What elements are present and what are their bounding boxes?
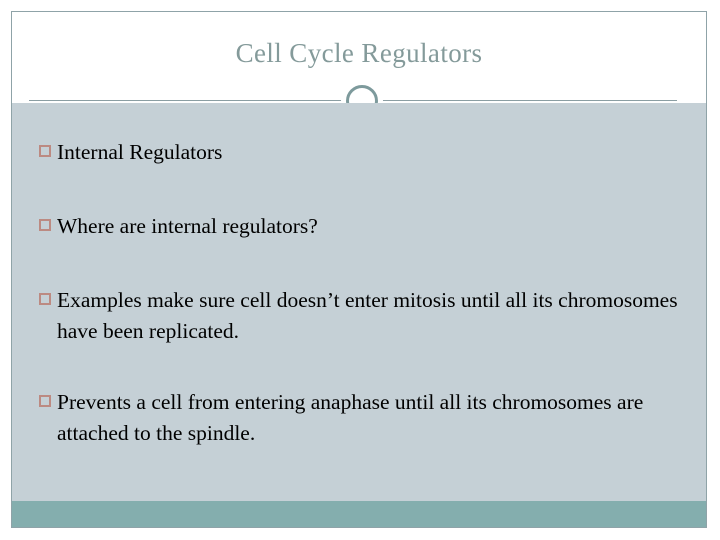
page-title: Cell Cycle Regulators — [235, 38, 483, 68]
bullet-list: Internal Regulators Where are internal r… — [12, 103, 706, 501]
list-item-text: Prevents a cell from entering anaphase u… — [57, 390, 644, 445]
list-item: Where are internal regulators? — [39, 211, 684, 242]
footer-accent-bar — [12, 501, 706, 527]
hollow-square-bullet-icon — [39, 145, 51, 157]
content-band — [12, 103, 706, 501]
list-item: Examples make sure cell doesn’t enter mi… — [39, 285, 684, 347]
list-item-text: Examples make sure cell doesn’t enter mi… — [57, 288, 678, 343]
list-item-text: Internal Regulators — [57, 140, 223, 164]
list-item: Prevents a cell from entering anaphase u… — [39, 387, 684, 449]
list-item: Internal Regulators — [39, 137, 684, 168]
list-item-text: Where are internal regulators? — [57, 214, 318, 238]
hollow-square-bullet-icon — [39, 219, 51, 231]
hollow-square-bullet-icon — [39, 395, 51, 407]
hollow-square-bullet-icon — [39, 293, 51, 305]
